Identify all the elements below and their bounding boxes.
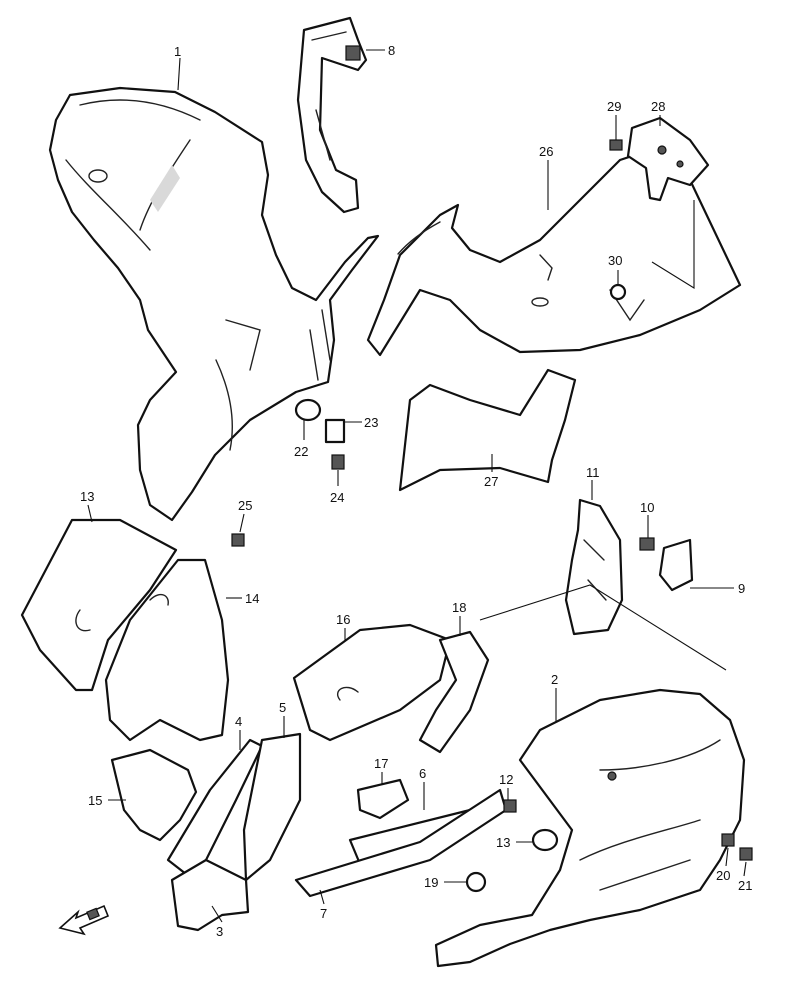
- part-14-inner-panel: [104, 558, 230, 742]
- part-11-bracket: [479, 498, 727, 671]
- callout-24: 24: [330, 490, 344, 505]
- callout-14: 14: [245, 591, 259, 606]
- callout-13b: 13: [496, 835, 510, 850]
- part-29-bolt: [609, 139, 623, 151]
- part-27-pad: [398, 368, 577, 492]
- part-22-grommet: [294, 398, 322, 422]
- part-5-trim-strip: [242, 732, 302, 882]
- callout-16: 16: [336, 612, 350, 627]
- part-13-grommet: [531, 828, 559, 852]
- part-17-tab: [356, 778, 410, 820]
- callout-4: 4: [235, 714, 242, 729]
- callout-5: 5: [279, 700, 286, 715]
- callout-3: 3: [216, 924, 223, 939]
- callout-19: 19: [424, 875, 438, 890]
- part-3-lower-fairing: [170, 858, 250, 932]
- part-13-side-cover: [20, 518, 178, 692]
- callout-22: 22: [294, 444, 308, 459]
- part-12-screw: [503, 799, 517, 813]
- part-21-screw: [739, 847, 753, 861]
- callout-2: 2: [551, 672, 558, 687]
- callout-11: 11: [586, 465, 600, 480]
- part-20-screw: [721, 833, 735, 847]
- part-28-mount-bracket: [626, 116, 710, 202]
- callout-9: 9: [738, 581, 745, 596]
- callout-23: 23: [364, 415, 378, 430]
- callout-29: 29: [607, 99, 621, 114]
- front-direction-arrow-icon: [58, 904, 110, 936]
- part-23-nut: [324, 418, 346, 444]
- callout-10: 10: [640, 500, 654, 515]
- callout-15: 15: [88, 793, 102, 808]
- part-19-nut: [465, 871, 487, 893]
- part-24-screw: [331, 454, 345, 470]
- part-9-clip: [658, 538, 694, 592]
- callout-21: 21: [738, 878, 752, 893]
- part-25-screw: [231, 533, 245, 547]
- part-10-grommet: [639, 537, 655, 551]
- callout-6: 6: [419, 766, 426, 781]
- callout-20: 20: [716, 868, 730, 883]
- callout-12: 12: [499, 772, 513, 787]
- callout-26: 26: [539, 144, 553, 159]
- callout-28: 28: [651, 99, 665, 114]
- callout-30: 30: [608, 253, 622, 268]
- part-8-bracket: [296, 16, 368, 214]
- callout-27: 27: [484, 474, 498, 489]
- part-1-upper-cowling: [48, 86, 380, 522]
- callout-labels: 1 8 29 28 26 30 23 22 24 27 25 13 14 11 …: [80, 43, 752, 939]
- leader-lines: [87, 49, 747, 923]
- callout-7: 7: [320, 906, 327, 921]
- part-15-lower-trim: [110, 748, 198, 842]
- part-30-grommet: [609, 283, 627, 301]
- callout-25: 25: [238, 498, 252, 513]
- part-2-under-cowl: [434, 688, 746, 968]
- callout-17: 17: [374, 756, 388, 771]
- part-26-side-panel: [366, 148, 742, 357]
- part-18-edge-trim: [418, 630, 490, 754]
- part-16-panel: [292, 623, 452, 742]
- callout-18: 18: [452, 600, 466, 615]
- callout-1: 1: [174, 44, 181, 59]
- callout-8: 8: [388, 43, 395, 58]
- callout-13: 13: [80, 489, 94, 504]
